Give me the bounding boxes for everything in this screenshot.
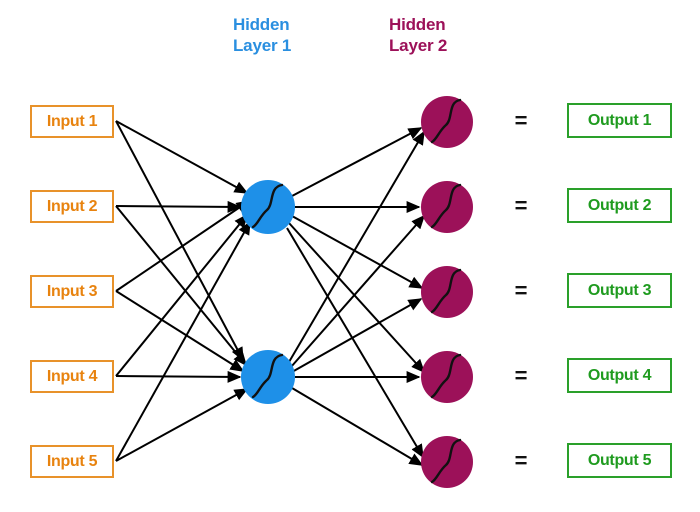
hidden1-neuron-1[interactable]	[241, 180, 295, 234]
hidden2-neuron-2[interactable]	[421, 181, 473, 233]
input-box-3[interactable]: Input 3	[30, 275, 114, 308]
sigmoid-icon	[251, 183, 284, 229]
sigmoid-icon	[430, 268, 462, 314]
input-box-4[interactable]: Input 4	[30, 360, 114, 393]
hidden2-neuron-1[interactable]	[421, 96, 473, 148]
input-box-2[interactable]: Input 2	[30, 190, 114, 223]
hidden1-neuron-2[interactable]	[241, 350, 295, 404]
sigmoid-icon	[430, 353, 462, 399]
output-box-5[interactable]: Output 5	[567, 443, 672, 478]
equals-sign-5: =	[514, 448, 528, 473]
hidden2-neuron-3[interactable]	[421, 266, 473, 318]
hidden-layer-2-title: Hidden Layer 2	[389, 15, 448, 55]
sigmoid-icon	[430, 183, 462, 229]
output-box-4[interactable]: Output 4	[567, 358, 672, 393]
equals-sign-1: =	[514, 108, 528, 133]
hidden2-neuron-4[interactable]	[421, 351, 473, 403]
edges-hidden1-to-hidden2	[286, 127, 426, 466]
sigmoid-icon	[430, 98, 462, 144]
input-box-5[interactable]: Input 5	[30, 445, 114, 478]
output-box-3[interactable]: Output 3	[567, 273, 672, 308]
equals-sign-3: =	[514, 278, 528, 303]
output-box-2[interactable]: Output 2	[567, 188, 672, 223]
hidden2-neuron-5[interactable]	[421, 436, 473, 488]
sigmoid-icon	[251, 353, 284, 399]
output-box-1[interactable]: Output 1	[567, 103, 672, 138]
equals-sign-2: =	[514, 193, 528, 218]
input-box-1[interactable]: Input 1	[30, 105, 114, 138]
edges-input-to-hidden1	[115, 120, 251, 462]
equals-sign-4: =	[514, 363, 528, 388]
sigmoid-icon	[430, 438, 462, 484]
hidden-layer-1-title: Hidden Layer 1	[233, 15, 292, 55]
